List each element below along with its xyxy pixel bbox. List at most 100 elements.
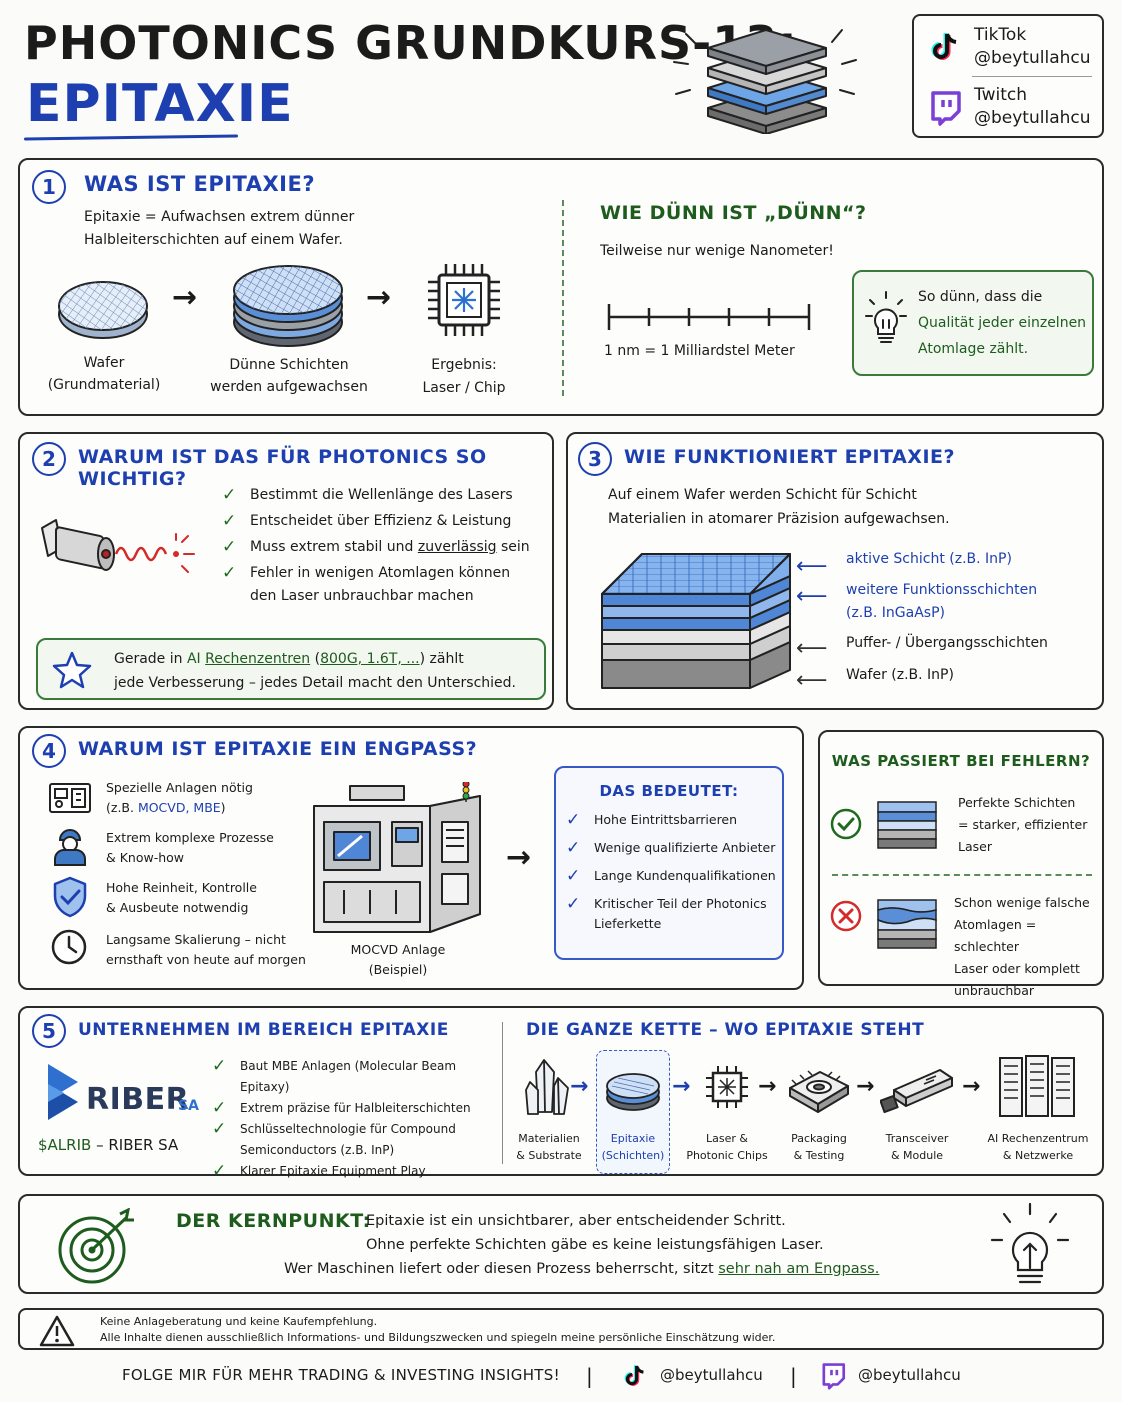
list-item: ✓Entscheidet über Effizienz & Leistung (222, 511, 512, 531)
tiktok-icon[interactable] (622, 1362, 648, 1390)
chain-label-4: Packaging& Testing (791, 1132, 847, 1162)
section-3-number: 3 (578, 442, 612, 476)
list-item: ✓Wenige qualifizierte Anbieter (566, 838, 776, 858)
chip-icon (426, 262, 502, 338)
section-5-title: UNTERNEHMEN IM BEREICH EPITAXIE (78, 1020, 449, 1040)
errors-divider (832, 874, 1092, 876)
list-item: ✓Klarer Epitaxie Equipment Play (212, 1161, 426, 1181)
thin-title: WIE DÜNN IST „DÜNN“? (600, 202, 867, 224)
datacenter-note: Gerade in AI Rechenzentren (800G, 1.6T, … (36, 638, 546, 700)
machine-label-2: (Beispiel) (368, 962, 428, 977)
list-item: ✓Bestimmt die Wellenlänge des Lasers (222, 485, 513, 505)
note-line-1: Gerade in AI Rechenzentren (800G, 1.6T, … (114, 651, 464, 667)
chain-label-3: Laser &Photonic Chips (686, 1132, 768, 1162)
disclaimer-panel: Keine Anlageberatung und keine Kaufempfe… (18, 1308, 1104, 1350)
chain-label-6: AI Rechenzentrum& Netzwerke (987, 1132, 1089, 1162)
section-4-panel: 4 WARUM IST EPITAXIE EIN ENGPASS? Spezie… (18, 726, 804, 990)
list-item: ✓Hohe Eintrittsbarrieren (566, 810, 738, 830)
tiktok-icon[interactable] (928, 30, 962, 64)
reason-2: Extrem komplexe Prozesse & Know-how (106, 830, 274, 865)
section-1-number: 1 (32, 170, 66, 204)
footer-tiktok-handle[interactable]: @beytullahcu (660, 1366, 763, 1384)
wafer-icon (604, 1064, 662, 1114)
meaning-title: DAS BEDEUTET: (599, 782, 739, 800)
twitch-icon[interactable] (820, 1362, 846, 1390)
chain-arrow-icon: → (962, 1074, 981, 1099)
core-label: DER KERNPUNKT: (176, 1210, 371, 1232)
section-3-intro-2: Materialien in atomarer Präzision aufgew… (608, 511, 950, 527)
section-5-number: 5 (32, 1014, 66, 1048)
epitaxy-highlight-box (596, 1050, 670, 1174)
layer-label-function-1: weitere Funktionsschichten (846, 582, 1038, 598)
chip-icon (704, 1064, 750, 1110)
check-circle-icon (830, 808, 862, 840)
tiktok-label: TikTok (974, 25, 1027, 45)
faulty-layers-icon (876, 898, 938, 950)
wafer-icon (56, 272, 150, 342)
section-1-panel: 1 WAS IST EPITAXIE? Epitaxie = Aufwachse… (18, 158, 1104, 416)
footer-cta: FOLGE MIR FÜR MEHR TRADING & INVESTING I… (122, 1366, 560, 1384)
step-1-label-2: (Grundmaterial) (47, 377, 161, 393)
target-icon (54, 1208, 138, 1286)
machine-label-1: MOCVD Anlage (350, 942, 446, 957)
thin-subtitle: Teilweise nur wenige Nanometer! (600, 243, 834, 259)
list-item: ✓Lange Kundenqualifikationen (566, 866, 776, 886)
crystal-icon (524, 1056, 574, 1118)
pointer-arrow-icon: ⟵ (796, 554, 828, 579)
chain-title: DIE GANZE KETTE – WO EPITAXIE STEHT (526, 1020, 925, 1040)
riber-logo-text: RIBER (86, 1082, 190, 1117)
list-item: ✓Extrem präzise für Halbleiterschichten (212, 1098, 471, 1118)
twitch-label: Twitch (974, 85, 1027, 105)
section-4-number: 4 (32, 734, 66, 768)
step-3-label-1: Ergebnis: (431, 357, 497, 373)
pointer-arrow-icon: ⟵ (796, 668, 828, 693)
chain-arrow-icon: → (856, 1074, 875, 1099)
chain-arrow-icon: → (672, 1074, 691, 1099)
arrow-icon: → (366, 280, 392, 315)
lightbulb-icon (988, 1202, 1072, 1290)
twitch-icon[interactable] (928, 90, 962, 126)
laser-icon (34, 512, 204, 588)
importance-list: ✓Bestimmt die Wellenlänge des Lasers ✓En… (222, 484, 552, 608)
chain-label-2: Epitaxie(Schichten) (601, 1132, 665, 1162)
section-3-intro-1: Auf einem Wafer werden Schicht für Schic… (608, 487, 917, 503)
section-4-title: WARUM IST EPITAXIE EIN ENGPASS? (78, 738, 478, 760)
shield-check-icon (52, 876, 88, 918)
core-line-2: Ohne perfekte Schichten gäbe es keine le… (366, 1237, 824, 1253)
chain-arrow-icon: → (570, 1074, 589, 1099)
section-2-number: 2 (32, 442, 66, 476)
perfect-layers-icon (876, 800, 938, 850)
section-5-panel: 5 UNTERNEHMEN IM BEREICH EPITAXIE RIBER … (18, 1006, 1104, 1181)
step-3-label-2: Laser / Chip (422, 380, 506, 396)
twitch-handle[interactable]: @beytullahcu (974, 108, 1091, 128)
social-divider (972, 76, 1092, 77)
good-text: Perfekte Schichten= starker, effizienter… (958, 795, 1088, 854)
page-subtitle: EPITAXIE (26, 74, 294, 134)
section-1-divider (562, 200, 564, 396)
lightbulb-icon (864, 290, 908, 344)
step-1-label-1: Wafer (83, 355, 125, 371)
section-3-panel: 3 WIE FUNKTIONIERT EPITAXIE? Auf einem W… (566, 432, 1104, 710)
note-line-2: jede Verbesserung – jedes Detail macht d… (114, 675, 516, 691)
footer: FOLGE MIR FÜR MEHR TRADING & INVESTING I… (0, 1362, 1122, 1392)
package-icon (786, 1060, 852, 1118)
chain-arrow-icon: → (758, 1074, 777, 1099)
errors-panel: WAS PASSIERT BEI FEHLERN? Perfekte Schic… (818, 730, 1104, 998)
footer-separator: | (790, 1364, 797, 1388)
footer-twitch-handle[interactable]: @beytullahcu (858, 1366, 961, 1384)
section-5-divider (502, 1022, 503, 1164)
pointer-arrow-icon: ⟵ (796, 584, 828, 609)
reason-3: Hohe Reinheit, Kontrolle & Ausbeute notw… (106, 880, 257, 915)
layer-label-active: aktive Schicht (z.B. InP) (846, 551, 1012, 567)
equipment-icon (48, 780, 92, 816)
tiktok-handle[interactable]: @beytullahcu (974, 48, 1091, 68)
scale-label: 1 nm = 1 Milliardstel Meter (604, 343, 795, 359)
page-title: PHOTONICS GRUNDKURS-13: (24, 16, 798, 70)
epitaxy-layer-stack (598, 550, 794, 694)
reason-1: Spezielle Anlagen nötig (z.B. MOCVD, MBE… (106, 780, 253, 815)
core-line-3: Wer Maschinen liefert oder diesen Prozes… (284, 1261, 880, 1277)
riber-logo-icon (44, 1062, 82, 1122)
list-item: ✓Baut MBE Anlagen (Molecular Beam Epitax… (212, 1056, 457, 1094)
